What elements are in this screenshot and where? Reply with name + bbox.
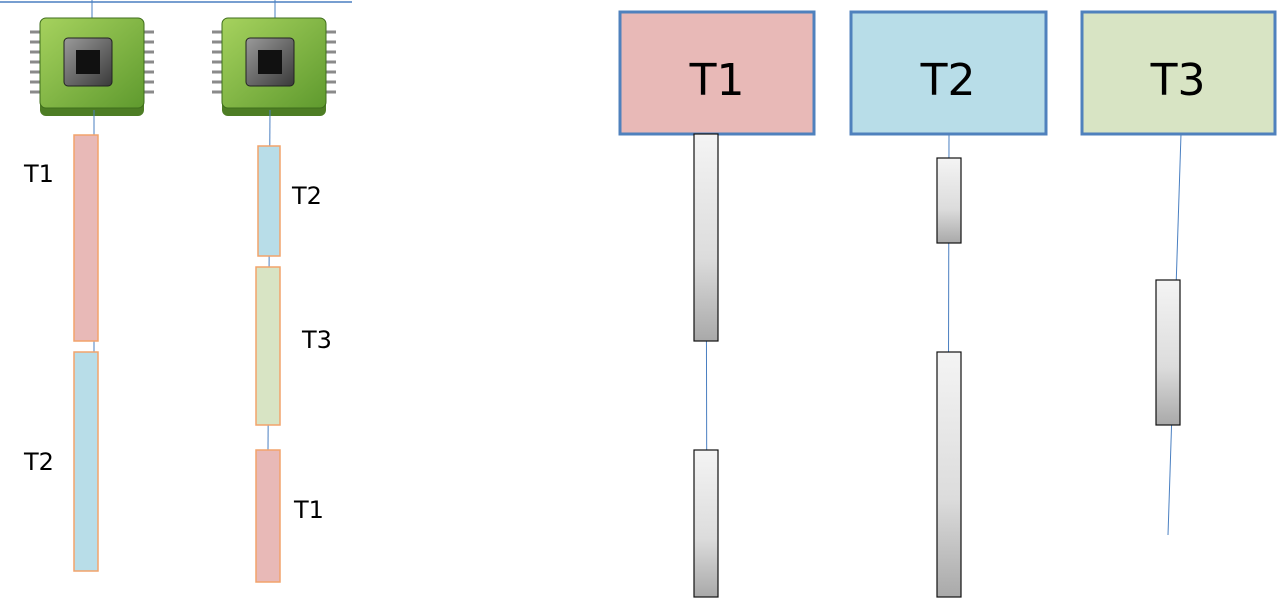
right-panel: T1 T2 T3: [618, 10, 1277, 598]
thread-box-t2-label: T2: [920, 55, 976, 106]
thread-box-t2: [849, 10, 1048, 136]
thread-box-t1: [618, 10, 816, 136]
t2-activation-bar: [936, 157, 962, 244]
thread-box-t3: [1080, 10, 1277, 136]
t3-activation-bar: [1155, 279, 1181, 426]
thread-box-t3-label: T3: [1150, 55, 1206, 106]
cpu-chip-icon: [212, 17, 336, 116]
cpu2-slice-t2-label: T2: [291, 182, 322, 210]
t1-activation-bar: [693, 449, 719, 598]
cpu2-slice-t3-label: T3: [301, 326, 332, 354]
cpu1-slice-t1-label: T1: [23, 160, 54, 188]
cpu-chip-icon: [30, 17, 154, 116]
cpu2-slice-t1: [255, 449, 281, 583]
t2-activation-bar: [936, 351, 962, 598]
cpu1-slice-t2-label: T2: [23, 448, 54, 476]
cpu1-slice-t1: [73, 134, 99, 342]
cpu2-slice-t3: [255, 266, 281, 426]
cpu2-slice-t1-label: T1: [293, 496, 324, 524]
cpu1-slice-t2: [73, 351, 99, 572]
thread-box-t1-label: T1: [689, 55, 745, 106]
cpu2-slice-t2: [257, 145, 281, 257]
left-panel: T1 T2 T2 T3 T1: [0, 0, 352, 583]
t1-activation-bar: [693, 133, 719, 342]
